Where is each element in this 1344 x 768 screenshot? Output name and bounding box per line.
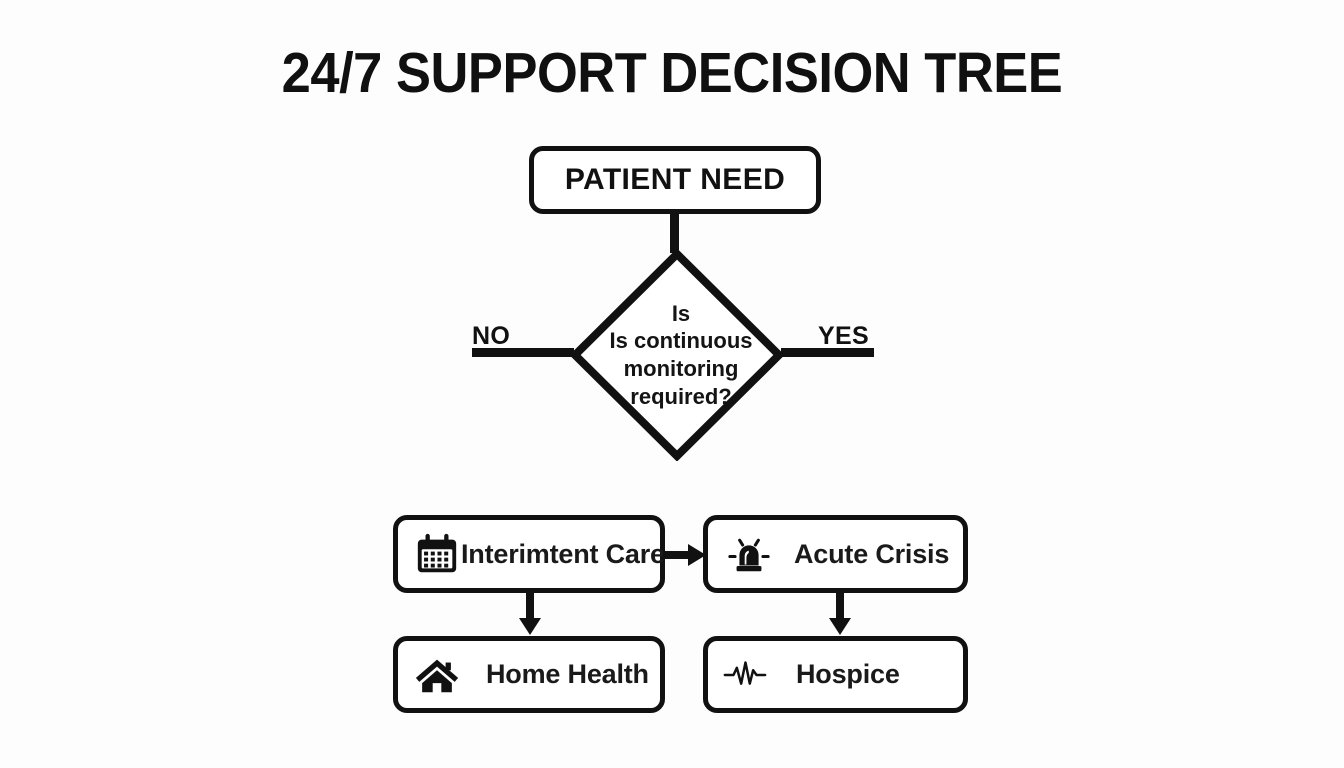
connector-root-to-decision bbox=[670, 213, 679, 253]
node-hospice-label: Hospice bbox=[796, 659, 900, 689]
siren-icon bbox=[728, 538, 770, 572]
page-title: 24/7 SUPPORT DECISION TREE bbox=[281, 41, 1063, 105]
heartbeat-icon bbox=[723, 660, 767, 685]
node-decision-diamond[interactable]: Is Is continuous monitoring required? bbox=[570, 249, 784, 461]
branch-line-no bbox=[472, 348, 574, 357]
node-patient-need[interactable]: PATIENT NEED bbox=[529, 146, 821, 214]
node-home-health[interactable]: Home Health bbox=[393, 636, 665, 713]
node-interim-care[interactable]: Interimtent Care bbox=[393, 515, 665, 593]
node-home-health-label: Home Health bbox=[486, 659, 649, 689]
diamond-shape bbox=[570, 249, 784, 461]
connector-interim-to-acute-arrow bbox=[663, 544, 706, 566]
node-acute-crisis[interactable]: Acute Crisis bbox=[703, 515, 968, 593]
branch-label-yes: YES bbox=[818, 322, 869, 350]
branch-label-no: NO bbox=[472, 322, 511, 350]
calendar-icon bbox=[417, 533, 457, 573]
node-patient-need-label: PATIENT NEED bbox=[564, 163, 786, 196]
branch-line-yes bbox=[781, 348, 874, 357]
node-interim-care-label: Interimtent Care bbox=[461, 538, 665, 569]
node-hospice[interactable]: Hospice bbox=[703, 636, 968, 713]
node-acute-crisis-label: Acute Crisis bbox=[794, 538, 950, 569]
house-icon bbox=[415, 659, 459, 692]
connector-acute-to-hospice-arrow bbox=[829, 591, 851, 635]
connector-interim-to-home-arrow bbox=[519, 591, 541, 635]
